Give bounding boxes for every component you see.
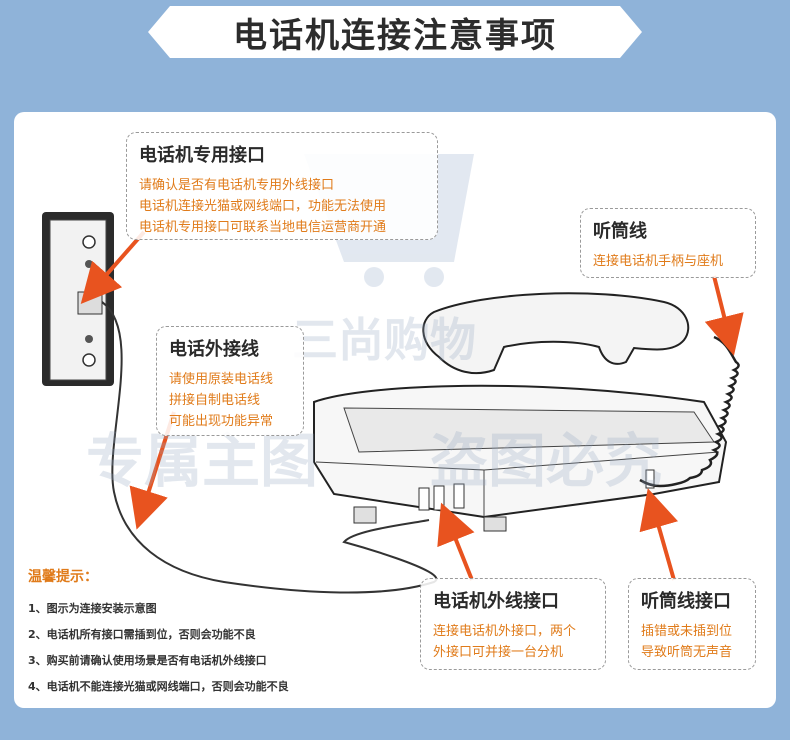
callout-handset-port: 听筒线接口 插错或未插到位 导致听筒无声音 [628, 578, 756, 670]
callout-handset-cord-title: 听筒线 [593, 221, 647, 242]
callout-handset-port-title: 听筒线接口 [641, 591, 731, 612]
callout-phone-external-port-line: 外接口可并接一台分机 [433, 645, 564, 660]
tips-section: 温馨提示： 1、图示为连接安装示意图 2、电话机所有接口需插到位，否则会功能不良… [28, 566, 289, 704]
callout-dedicated-port-line: 电话机连接光猫或网线端口，功能无法使用 [139, 199, 387, 214]
telephone-base [313, 384, 728, 532]
callout-external-line-title: 电话外接线 [169, 339, 259, 360]
callout-phone-external-port-title: 电话机外线接口 [433, 591, 559, 612]
callout-handset-cord: 听筒线 连接电话机手柄与座机 [580, 208, 756, 278]
callout-phone-external-port-line: 连接电话机外接口，两个 [433, 624, 577, 639]
external-phone-cable [101, 301, 438, 594]
arrow-to-wall-port [80, 230, 146, 305]
arrow-to-handset-port [639, 488, 679, 581]
tip-item: 4、电话机不能连接光猫或网线端口，否则会功能不良 [28, 680, 289, 693]
title-banner: 电话机连接注意事项 [148, 6, 642, 58]
coiled-handset-cord [639, 335, 740, 488]
callout-dedicated-port: 电话机专用接口 请确认是否有电话机专用外线接口 电话机连接光猫或网线端口，功能无… [126, 132, 438, 240]
handset [422, 292, 690, 375]
tip-item: 3、购买前请确认使用场景是否有电话机外线接口 [28, 654, 267, 667]
callout-external-line-line: 请使用原装电话线 [169, 372, 274, 387]
tips-title: 温馨提示： [28, 569, 98, 585]
callout-handset-cord-line: 连接电话机手柄与座机 [593, 254, 724, 269]
callout-dedicated-port-line: 电话机专用接口可联系当地电信运营商开通 [139, 220, 387, 235]
callout-dedicated-port-title: 电话机专用接口 [139, 145, 265, 166]
callout-external-line: 电话外接线 请使用原装电话线 拼接自制电话线 可能出现功能异常 [156, 326, 304, 436]
callout-phone-external-port: 电话机外线接口 连接电话机外接口，两个 外接口可并接一台分机 [420, 578, 606, 670]
tip-item: 2、电话机所有接口需插到位，否则会功能不良 [28, 628, 256, 641]
callout-external-line-line: 可能出现功能异常 [169, 414, 274, 429]
page-title: 电话机连接注意事项 [233, 15, 557, 56]
arrow-to-external-port [437, 502, 475, 581]
callout-dedicated-port-line: 请确认是否有电话机专用外线接口 [139, 178, 335, 193]
arrow-to-handset-cord [704, 275, 744, 356]
tip-item: 1、图示为连接安装示意图 [28, 602, 157, 615]
callout-handset-port-line: 插错或未插到位 [641, 624, 733, 639]
callout-handset-port-line: 导致听筒无声音 [641, 645, 733, 660]
callout-external-line-line: 拼接自制电话线 [169, 393, 261, 408]
wall-socket [42, 212, 114, 386]
